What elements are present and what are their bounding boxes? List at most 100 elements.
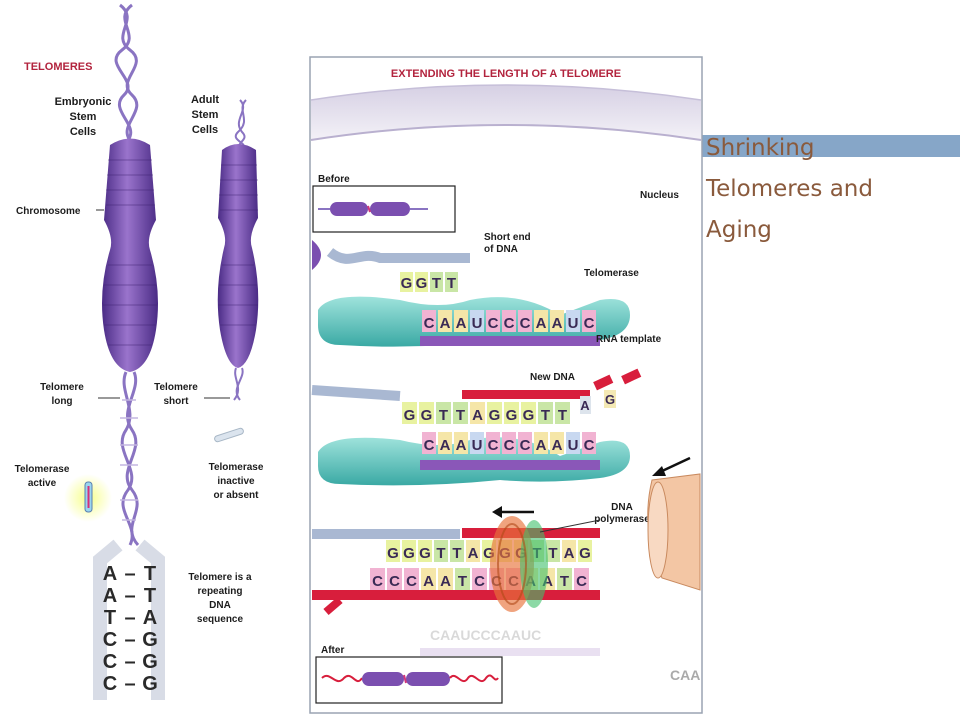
loose-base-2: G <box>605 392 615 407</box>
short-end-label-1: Short end <box>484 232 531 243</box>
step1-template-base: A <box>456 315 467 332</box>
step1-template-tile <box>470 310 484 332</box>
pair-3-left: T <box>104 607 116 629</box>
step2-top-tile <box>555 402 570 424</box>
pair-1-left: A <box>103 563 117 585</box>
adult-tail <box>233 367 244 401</box>
adult-label-1: Adult <box>191 94 219 106</box>
step2-template-base: C <box>424 437 435 454</box>
step2-top-base: G <box>421 407 433 424</box>
step3-bottom-base: A <box>542 573 553 590</box>
step3-top-tile <box>418 540 432 562</box>
repeating-label-3: DNA <box>209 600 231 611</box>
step3-bottom-tile <box>574 568 589 590</box>
step2-template-tile <box>486 432 500 454</box>
step2-top-tile <box>453 402 468 424</box>
step2-template-tile <box>550 432 564 454</box>
svg-text:–: – <box>124 629 135 651</box>
step1-top-tile <box>430 272 443 292</box>
step1-template-base: C <box>584 315 595 332</box>
telomerase-inactive-label-3: or absent <box>213 490 259 501</box>
step2-template-base: A <box>440 437 451 454</box>
polymerase-pointer <box>539 519 601 533</box>
step3-bottom-tile <box>404 568 419 590</box>
step2-template-tile <box>470 432 484 454</box>
step1-template-tile <box>550 310 564 332</box>
step2-top-base: T <box>439 407 448 424</box>
embryonic-label-2: Stem <box>70 111 97 123</box>
left-panel: TELOMERES Embryonic Stem Cells Adult Ste… <box>15 3 264 700</box>
embryonic-label-3: Cells <box>70 126 96 138</box>
step1-template-base: C <box>424 315 435 332</box>
title-accent-bar <box>690 135 960 157</box>
before-label: Before <box>318 174 350 185</box>
step1-template-base: A <box>552 315 563 332</box>
step2-top-tile <box>504 402 519 424</box>
step2-template-base: C <box>488 437 499 454</box>
nucleus-label: Nucleus <box>640 190 679 201</box>
adult-label-3: Cells <box>192 124 218 136</box>
step2-template-tile <box>502 432 516 454</box>
telomerase-inactive-label-1: Telomerase <box>209 462 264 473</box>
step2-template-tile <box>582 432 596 454</box>
svg-text:–: – <box>124 673 135 695</box>
telomere-short-label-1: Telomere <box>154 382 198 393</box>
step2 <box>311 385 630 486</box>
telomerase-active-label-1: Telomerase <box>15 464 70 475</box>
step3-top-tile <box>386 540 400 562</box>
svg-text:–: – <box>124 563 135 585</box>
pair-6-left: C <box>103 673 117 695</box>
step2-template-base: A <box>552 437 563 454</box>
step3-bottom-base: C <box>406 573 417 590</box>
repeating-label-2: repeating <box>197 586 242 597</box>
embryonic-helix-top <box>114 3 139 141</box>
step2-template-base: A <box>536 437 547 454</box>
repeating-label-4: sequence <box>197 614 244 625</box>
step3-bottom-tile <box>455 568 470 590</box>
dna-ladder <box>93 539 165 700</box>
step2-template-tile <box>438 432 452 454</box>
step2-top-base: G <box>404 407 416 424</box>
title-line-1: Shrinking <box>706 135 815 161</box>
polymerase-arrow <box>492 506 534 518</box>
pair-4-right: G <box>142 629 158 651</box>
step2-top-base: G <box>489 407 501 424</box>
step2-template-tile <box>454 432 468 454</box>
step3-top-base: G <box>419 545 431 562</box>
ladder-pairs: A – T A – T T – A C – G C – G C – G <box>103 563 158 695</box>
step3-bottom-tile <box>438 568 453 590</box>
step3-bottom-base: A <box>423 573 434 590</box>
telomerase-active-label-2: active <box>28 478 57 489</box>
step3-bottom-base: T <box>560 573 569 590</box>
dna-polymerase-label-2: polymerase <box>594 514 650 525</box>
adult-chromosome <box>217 144 259 368</box>
step3-top-tile <box>402 540 416 562</box>
step2-template-base: A <box>456 437 467 454</box>
after-box <box>315 656 503 704</box>
step1-top-base: T <box>432 275 441 292</box>
step1-top-tile <box>400 272 413 292</box>
step1-top-base: G <box>416 275 428 292</box>
step1-top-base: T <box>447 275 456 292</box>
embryonic-label-1: Embryonic <box>55 96 112 108</box>
step1-top-tile <box>415 272 428 292</box>
before-chromosome <box>318 202 428 216</box>
step3-bottom-base: T <box>458 573 467 590</box>
pair-5-left: C <box>103 651 117 673</box>
step2-top-tile <box>470 402 485 424</box>
step1-template-base: U <box>472 315 483 332</box>
step2-top-tile <box>436 402 451 424</box>
pair-6-right: G <box>142 673 158 695</box>
step3-bottom-tile <box>370 568 385 590</box>
pair-3-right: A <box>143 607 157 629</box>
pair-2-right: T <box>144 585 156 607</box>
step3-top-base: G <box>483 545 495 562</box>
pair-5-right: G <box>142 651 158 673</box>
telomere-short-label-2: short <box>164 396 190 407</box>
step1-template-base: C <box>520 315 531 332</box>
